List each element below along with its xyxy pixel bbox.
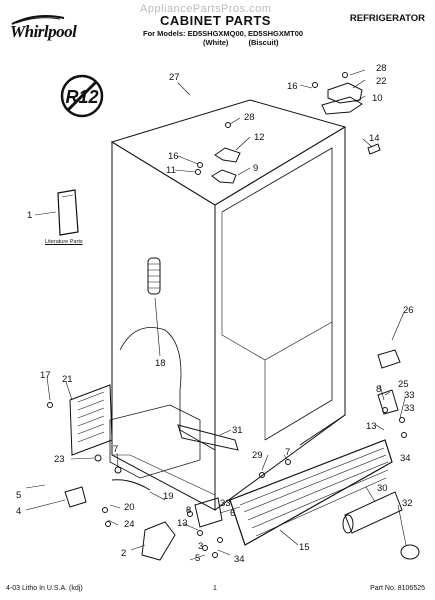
callout: 17 — [40, 370, 51, 381]
whirlpool-logo: Whirlpool — [6, 10, 80, 44]
watermark: AppliancePartsPros.com — [140, 3, 272, 15]
page-number: 1 — [213, 585, 217, 592]
callout: 10 — [372, 93, 383, 104]
callout: 34 — [234, 554, 245, 565]
callout: 23 — [54, 454, 65, 465]
callout: 14 — [369, 133, 380, 144]
callout: 22 — [376, 76, 387, 87]
callout: 26 — [403, 305, 414, 316]
literature-booklet — [57, 189, 79, 236]
callout: 33 — [404, 403, 415, 414]
swoosh-icon — [11, 15, 65, 25]
callout: 6 — [230, 508, 235, 519]
callout: 11 — [166, 165, 176, 176]
callout: 30 — [377, 483, 388, 494]
drain-tube — [177, 424, 239, 451]
callout: 16 — [168, 151, 179, 162]
variant-biscuit: (Biscuit) — [248, 38, 279, 47]
callout: 13 — [366, 421, 377, 432]
product-type: REFRIGERATOR — [349, 13, 425, 24]
callout: 28 — [244, 112, 255, 123]
page-title: CABINET PARTS — [160, 13, 271, 28]
callout: 29 — [252, 450, 263, 461]
cabinet-top — [110, 99, 347, 206]
callout: 33 — [220, 498, 231, 509]
callout: 18 — [155, 358, 166, 369]
toe-grille — [229, 439, 393, 546]
callout: 21 — [62, 374, 73, 385]
roller — [344, 491, 403, 534]
callout: 13 — [177, 518, 188, 529]
callout: 32 — [402, 498, 413, 509]
brand-name: Whirlpool — [10, 22, 77, 41]
callout: 28 — [376, 63, 387, 74]
callout: 27 — [169, 72, 180, 83]
callout: 25 — [398, 379, 409, 390]
callout: 3 — [198, 541, 203, 552]
callout: 8 — [186, 505, 191, 516]
callout: 7 — [285, 447, 290, 458]
callout: 7 — [113, 444, 118, 455]
callout: 12 — [254, 132, 265, 143]
callout: 31 — [232, 425, 243, 436]
models-line: For Models: ED5SHGXMQ00, ED5SHGXMT00 — [143, 29, 304, 38]
callout: 5 — [16, 490, 21, 501]
roller-bracket — [377, 349, 401, 369]
callout: 9 — [253, 163, 258, 174]
top-hinge-right — [327, 82, 363, 104]
callout: 2 — [121, 548, 126, 559]
cabinet-right-side — [299, 127, 346, 446]
callout: 4 — [16, 506, 21, 517]
variant-labels: (White) (Biscuit) — [203, 38, 279, 47]
callout: 8 — [376, 384, 381, 395]
callout: 5 — [195, 553, 200, 564]
cabinet-opening — [214, 126, 346, 206]
callout: 15 — [299, 542, 310, 553]
no-r12-symbol-icon: R12 — [60, 74, 104, 118]
callout-numbers: 27 28 22 10 16 14 28 12 16 11 9 1 26 17 … — [16, 63, 415, 565]
variant-white: (White) — [203, 38, 229, 47]
literature-caption: Literature Parts — [45, 239, 83, 245]
callout: 20 — [124, 502, 135, 513]
callout: 24 — [124, 519, 135, 530]
callout: 34 — [400, 453, 411, 464]
part-number: Part No. 8106525 — [370, 585, 425, 592]
callout: 33 — [404, 390, 415, 401]
callout: 19 — [163, 491, 174, 502]
callout: 16 — [287, 81, 298, 92]
footer-print-info: 4-03 Litho In U.S.A. (kdj) — [6, 585, 83, 592]
callout: 1 — [27, 210, 32, 221]
